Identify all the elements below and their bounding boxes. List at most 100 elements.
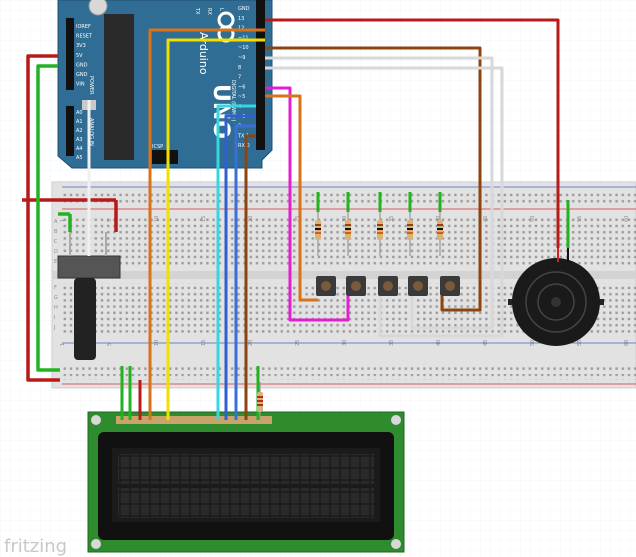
wire-pin6-orange xyxy=(265,94,318,302)
column-number: 25 xyxy=(295,216,301,222)
column-number: 35 xyxy=(389,216,395,222)
column-number: 60 xyxy=(624,216,630,222)
led-label: RX xyxy=(206,8,212,15)
analog-header xyxy=(66,106,74,156)
resistors xyxy=(257,212,443,420)
column-number: 5 xyxy=(107,219,113,222)
wire-pin13-buzzer xyxy=(265,18,560,248)
atmega-chip xyxy=(104,14,134,160)
piezo-buzzer xyxy=(508,248,604,346)
column-number: 20 xyxy=(248,216,254,222)
column-number: 25 xyxy=(295,340,301,346)
push-button-5[interactable] xyxy=(440,276,460,296)
digital-pin-label: 7 xyxy=(238,75,241,81)
lcd-row-2 xyxy=(118,488,374,518)
potentiometer[interactable] xyxy=(57,100,121,360)
row-letter: B xyxy=(54,229,58,235)
power-pin-label: 3V3 xyxy=(76,43,86,49)
column-number: 55 xyxy=(577,340,583,346)
push-button-3[interactable] xyxy=(378,276,398,296)
push-button-1[interactable] xyxy=(316,276,336,296)
analog-label: ANALOG IN xyxy=(88,118,94,146)
power-label: POWER xyxy=(88,76,94,95)
power-label-group: POWER xyxy=(88,76,94,95)
wire-lcd-brown xyxy=(244,134,256,420)
column-number: 15 xyxy=(201,340,207,346)
column-number: 45 xyxy=(483,216,489,222)
arduino-brand-text: Arduino xyxy=(197,32,210,75)
digital-pin-label: ~6 xyxy=(238,84,245,90)
wire-lcd-blue-2 xyxy=(234,124,256,420)
analog-pin-label: A5 xyxy=(76,155,83,161)
resistor-4 xyxy=(407,212,413,256)
analog-pin-label: A1 xyxy=(76,119,83,125)
digital-pin-label: 8 xyxy=(238,65,241,71)
pot-base xyxy=(57,255,121,279)
column-number: 15 xyxy=(201,216,207,222)
wire-5v-red xyxy=(26,54,60,382)
digital-pin-label: ~10 xyxy=(238,45,249,51)
wire-pin7-magenta xyxy=(265,86,350,322)
digital-label: DIGITAL (PWM~) xyxy=(230,80,236,122)
lcd-pin-header xyxy=(116,416,272,424)
digital-pin-label: ~11 xyxy=(238,35,249,41)
column-number: 30 xyxy=(342,340,348,346)
icsp-label: ICSP xyxy=(152,144,163,150)
column-number: 50 xyxy=(530,340,536,346)
power-pin-label: RESET xyxy=(76,34,93,40)
resistor-2 xyxy=(345,212,351,256)
power-pin-label: GND xyxy=(76,72,88,78)
push-button-4[interactable] xyxy=(408,276,428,296)
push-button-2[interactable] xyxy=(346,276,366,296)
power-pin-label: IOREF xyxy=(76,24,91,30)
digital-pin-label: RX 0 xyxy=(238,143,250,149)
resistor-1 xyxy=(315,212,321,256)
digital-pin-label: 13 xyxy=(238,16,244,22)
wire-lcd-blue xyxy=(224,114,256,420)
column-number: 10 xyxy=(154,216,160,222)
icsp-header xyxy=(152,150,178,164)
buzzer-center xyxy=(551,297,561,307)
power-pin-label: VIN xyxy=(76,82,85,88)
wire-lcd-orange xyxy=(148,28,265,420)
wire-gnd-green xyxy=(36,64,60,372)
digital-pin-label: ~5 xyxy=(238,94,245,100)
column-number: 30 xyxy=(342,216,348,222)
column-number: 1 xyxy=(60,219,66,222)
uno-logo-text: UNO xyxy=(208,84,233,139)
pot-shaft xyxy=(74,278,96,360)
resistor-5 xyxy=(437,212,443,256)
row-letter: I xyxy=(54,315,55,321)
column-number: 10 xyxy=(154,340,160,346)
lcd-mount-hole-br xyxy=(391,539,401,549)
lcd-mount-hole-tr xyxy=(391,415,401,425)
column-number: 50 xyxy=(530,216,536,222)
column-number: 1 xyxy=(60,343,66,346)
column-number: 60 xyxy=(624,340,630,346)
row-letter: E xyxy=(54,259,57,265)
column-number: 35 xyxy=(389,340,395,346)
wire-pin9-white xyxy=(265,56,494,330)
wire-lcd-cyan xyxy=(216,104,256,420)
resistor-lcd-backlight xyxy=(257,382,263,420)
buzzer-ring-inner xyxy=(537,283,575,321)
analog-label-group: ANALOG IN xyxy=(88,118,94,146)
wire-pin8-white xyxy=(265,66,504,338)
row-letter: A xyxy=(54,219,58,225)
wire-lcd-yellow xyxy=(166,38,265,420)
lcd-16x2 xyxy=(87,411,405,553)
lcd-mount-hole-tl xyxy=(91,415,101,425)
column-number: 55 xyxy=(577,216,583,222)
power-rail-bottom-a xyxy=(62,366,636,372)
power-pin-label: GND xyxy=(76,62,88,68)
fritzing-watermark: fritzing xyxy=(4,536,67,557)
column-numbers: 1155101015152020252530303535404045455050… xyxy=(53,216,630,346)
digital-header xyxy=(256,0,265,150)
push-buttons xyxy=(316,276,460,296)
resistor-3 xyxy=(377,212,383,256)
column-number: 40 xyxy=(436,216,442,222)
